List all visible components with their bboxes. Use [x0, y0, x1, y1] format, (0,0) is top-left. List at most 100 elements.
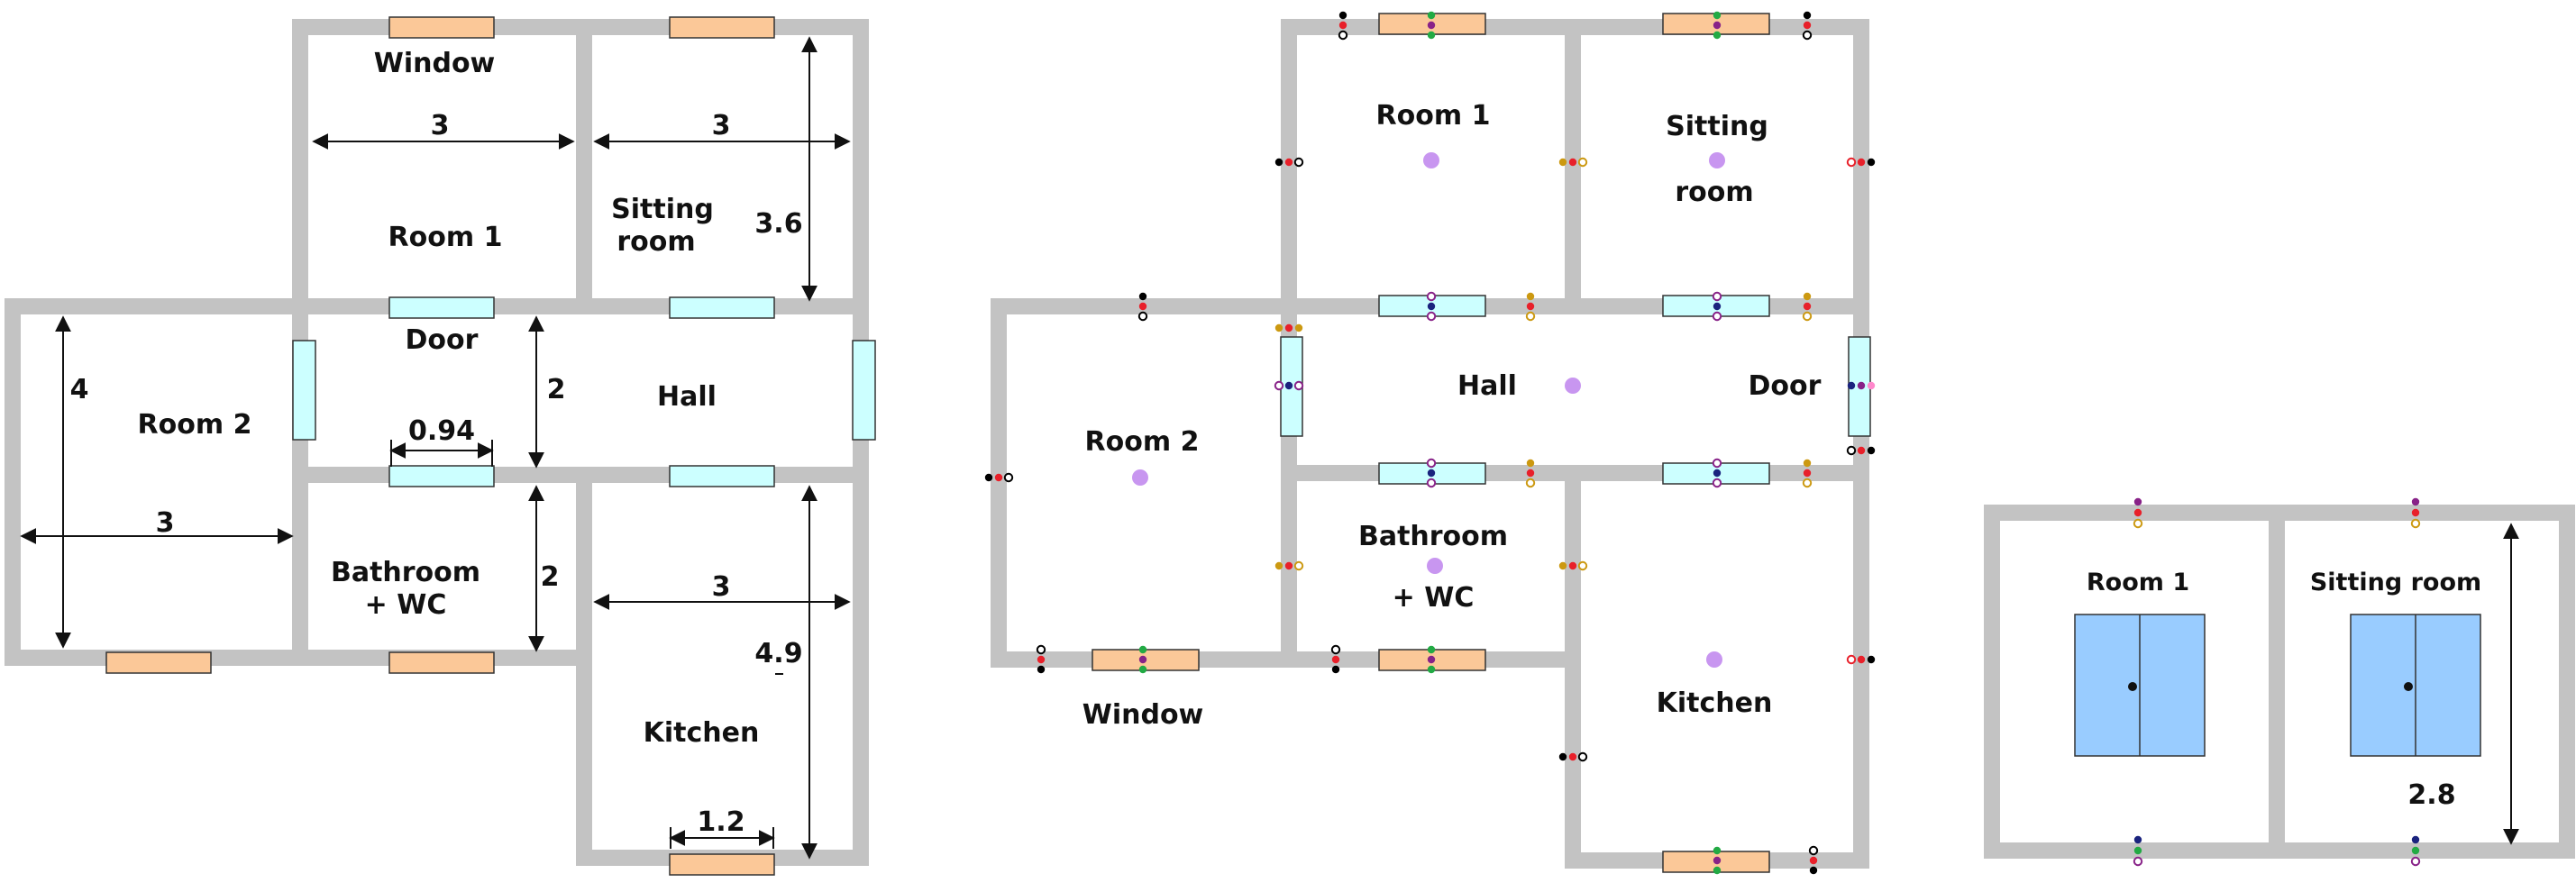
sensor-dot: [1427, 655, 1436, 664]
walls: [1984, 505, 2575, 859]
sensor-dot: [1558, 561, 1567, 570]
dim-room2-height: 4: [70, 374, 89, 405]
sensor-dot: [2133, 518, 2143, 529]
room2-label: Room 2: [1085, 426, 1200, 458]
room-marker: [1565, 378, 1581, 394]
sensor-dot: [2411, 508, 2420, 517]
sensor-group: [1274, 323, 1303, 332]
sensor-dot: [1274, 380, 1284, 391]
door-label: Door: [1749, 370, 1822, 402]
sensor-dot: [1803, 459, 1812, 468]
sensor-group: [2133, 497, 2143, 529]
dim-room1-width: 3: [431, 110, 450, 141]
sensor-dot: [1857, 446, 1866, 455]
sensor-dot: [1037, 655, 1046, 664]
dim-sitting-width: 3: [712, 110, 731, 141]
sensor-dot: [1274, 323, 1283, 332]
sitting-room-label-line1: Sitting: [611, 194, 714, 225]
sensor-dot: [1803, 11, 1812, 20]
dimension-lines: [20, 36, 851, 860]
sensor-dot: [2133, 846, 2142, 855]
sensor-dot: [1713, 31, 1722, 40]
sensor-dot: [1331, 655, 1340, 664]
sensor-dot: [1525, 311, 1536, 322]
sensor-group: [1847, 381, 1876, 390]
sensor-group: [1712, 291, 1722, 322]
window: [388, 651, 495, 674]
sensor-dot: [1712, 291, 1722, 302]
sensor-dot: [1568, 752, 1577, 761]
sensor-group: [1427, 645, 1436, 674]
sensor-dot: [1003, 472, 1014, 483]
sensor-group: [1274, 560, 1304, 571]
window-label: Window: [1082, 699, 1204, 731]
sensor-dot: [1526, 292, 1535, 301]
dim-sitting-height: 3.6: [754, 208, 802, 240]
sensor-dot: [1803, 292, 1812, 301]
sensor-group: [1427, 11, 1436, 40]
windows: [1092, 13, 1770, 873]
sensor-dot: [1284, 381, 1293, 390]
dim-hall-height: 2: [547, 374, 566, 405]
sensor-dot: [1138, 292, 1147, 301]
sensor-dot: [1138, 665, 1147, 674]
sitting-room-label-line1: Sitting: [1666, 111, 1768, 142]
sensor-dot: [1577, 751, 1588, 762]
dim-kitchen-height: 4.9: [754, 638, 802, 669]
sensor-dot: [1712, 478, 1722, 488]
sensor-group: [1713, 11, 1722, 40]
sensor-dot: [1526, 469, 1535, 478]
sensor-group: [1274, 380, 1304, 391]
sensor-dot: [2411, 846, 2420, 855]
sensor-dot: [1284, 158, 1293, 167]
sensor-dot: [1427, 645, 1436, 654]
door: [852, 340, 876, 441]
sensor-dot: [1558, 158, 1567, 167]
room1-label: Room 1: [388, 222, 503, 253]
sensor-dot: [1713, 846, 1722, 855]
wardrobes: [2074, 614, 2481, 757]
sensor-group: [1426, 458, 1437, 488]
bathroom-label-line1: Bathroom: [331, 557, 480, 588]
sensor-dot: [1284, 561, 1293, 570]
room-labels: Window Room 1 Sitting room Door Hall Roo…: [138, 48, 760, 749]
sensor-dot: [1036, 644, 1046, 655]
sensor-group: [1846, 157, 1876, 168]
door-label: Door: [406, 324, 479, 356]
room-labels: Room 1 Sitting room Hall Door Room 2 Bat…: [1082, 100, 1822, 731]
sensor-dots: [984, 11, 1876, 875]
sensor-dot: [1138, 302, 1147, 311]
sensor-group: [1137, 292, 1148, 322]
room-marker: [1427, 558, 1443, 574]
sensor-dot: [1138, 655, 1147, 664]
sensor-group: [1558, 560, 1588, 571]
sensor-dot: [1809, 856, 1818, 865]
sensor-dot: [1857, 655, 1866, 664]
doors: [292, 296, 876, 487]
sensor-dot: [1846, 654, 1857, 665]
sensor-dot: [2133, 856, 2143, 867]
sensor-dot: [1867, 158, 1876, 167]
sensor-group: [2410, 497, 2421, 529]
dim-kitchen-width: 3: [712, 571, 731, 603]
sensor-dot: [1427, 21, 1436, 30]
sensor-dot: [1857, 158, 1866, 167]
door: [292, 340, 316, 441]
sensor-dot: [1274, 158, 1283, 167]
room-marker: [1709, 152, 1725, 168]
sitting-room-label-line2: room: [617, 226, 695, 258]
sensor-dot: [1338, 11, 1347, 20]
sensor-dot: [1713, 469, 1722, 478]
sensor-group: [1138, 645, 1147, 674]
sensor-group: [1712, 458, 1722, 488]
sensor-dot: [1713, 21, 1722, 30]
door: [669, 296, 775, 319]
sensor-group: [1558, 157, 1588, 168]
sensor-group: [1525, 292, 1536, 322]
sensor-dot: [1526, 459, 1535, 468]
sensor-dot: [2410, 518, 2421, 529]
bathroom-label-line2: + WC: [1393, 582, 1475, 614]
sensor-dot: [1713, 11, 1722, 20]
sensor-dot: [1558, 752, 1567, 761]
sensor-dot: [1867, 381, 1876, 390]
